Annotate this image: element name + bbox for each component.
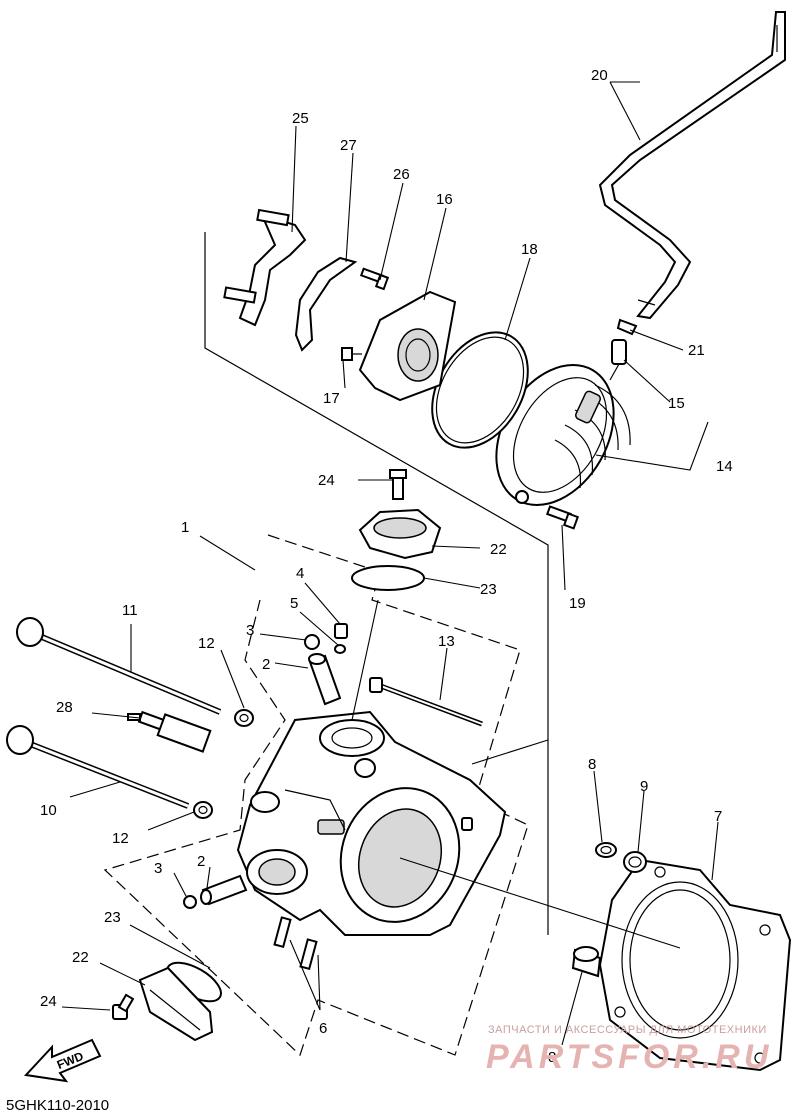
callout-label: 23 [480,581,497,598]
cap-top [358,508,442,560]
callout-label: 22 [490,541,507,558]
callout-label: 25 [292,110,309,127]
breather-hose [598,11,786,320]
washer-12b [193,801,213,819]
callout-label: 23 [104,909,121,926]
callout-label: 24 [318,472,335,489]
bolt-13 [369,677,483,727]
callout-label: 20 [591,67,608,84]
bolt-24-top [389,469,407,500]
cover-plate [358,290,457,402]
callout-label: 7 [714,808,722,825]
callout-label: 5 [290,595,298,612]
callout-label: 26 [393,166,410,183]
head-gasket [598,858,792,1072]
callout-label: 28 [56,699,73,716]
watermark: ЗАПЧАСТИ И АКСЕССУАРЫ ДЛЯ МОТОТЕХНИКИ PA… [486,1024,772,1076]
callout-label: 4 [296,565,304,582]
callout-label: 24 [40,993,57,1010]
leader-lines [61,81,719,1046]
bolt-26 [359,267,390,291]
callout-label: 11 [122,602,138,619]
callout-label: 3 [154,860,162,877]
callout-label: 6 [319,1020,327,1037]
o-ring-3-bottom [183,895,197,909]
bolt-19 [546,505,580,530]
callout-label: 9 [640,778,648,795]
diagram-code: 5GHK110-2010 [6,1097,109,1114]
callout-label: 27 [340,137,357,154]
bracket-left [223,208,307,327]
watermark-tagline: ЗАПЧАСТИ И АКСЕССУАРЫ ДЛЯ МОТОТЕХНИКИ [488,1024,767,1036]
forward-direction-icon: FWD [23,1038,102,1083]
callout-label: 12 [198,635,215,652]
bracket-right [294,256,358,352]
callout-label: 1 [181,519,189,536]
callout-label: 12 [112,830,129,847]
cylinder-head-assembly-outline [103,534,529,1057]
callout-label: 15 [668,395,685,412]
tappet-cover [495,364,631,506]
stud-6a [273,916,292,949]
washer-12a [234,709,254,727]
gasket-top [351,565,425,591]
clip-21 [616,318,638,336]
callout-label: 18 [521,241,538,258]
bolt-24-bottom [112,993,135,1020]
washer-5 [334,644,346,654]
callout-label: 10 [40,802,57,819]
callout-label: 3 [246,622,254,639]
seal-9 [623,851,647,873]
pipe-2-bottom [200,874,248,906]
dowel-8-bottom [571,946,602,978]
callout-label: 13 [438,633,455,650]
pipe-2-top [308,653,342,706]
callout-label: 21 [688,342,705,359]
callout-label: 16 [436,191,453,208]
spark-plug [127,710,212,753]
callout-label: 22 [72,949,89,966]
callout-label: 14 [716,458,733,475]
stud-6b [299,938,318,971]
callout-label: 8 [548,1049,556,1066]
fitting-15 [609,339,627,381]
bolt-17 [341,347,362,361]
dowel-8-top [595,842,617,858]
cylinder-head [236,710,507,936]
cap-bottom [138,966,214,1042]
o-ring-3-top [304,634,320,650]
watermark-brand: PARTSFOR.RU [486,1038,772,1076]
callout-labels: 1 2 2 3 3 4 5 6 7 8 8 9 10 11 12 12 13 1… [40,67,733,1066]
callout-label: 19 [569,595,586,612]
callout-label: 2 [262,656,270,673]
callout-label: 2 [197,853,205,870]
bolt-4 [334,623,348,639]
callout-label: 8 [588,756,596,773]
stud-bolt-10 [6,725,190,809]
stud-bolt-11 [16,617,222,715]
callout-label: 17 [323,390,340,407]
